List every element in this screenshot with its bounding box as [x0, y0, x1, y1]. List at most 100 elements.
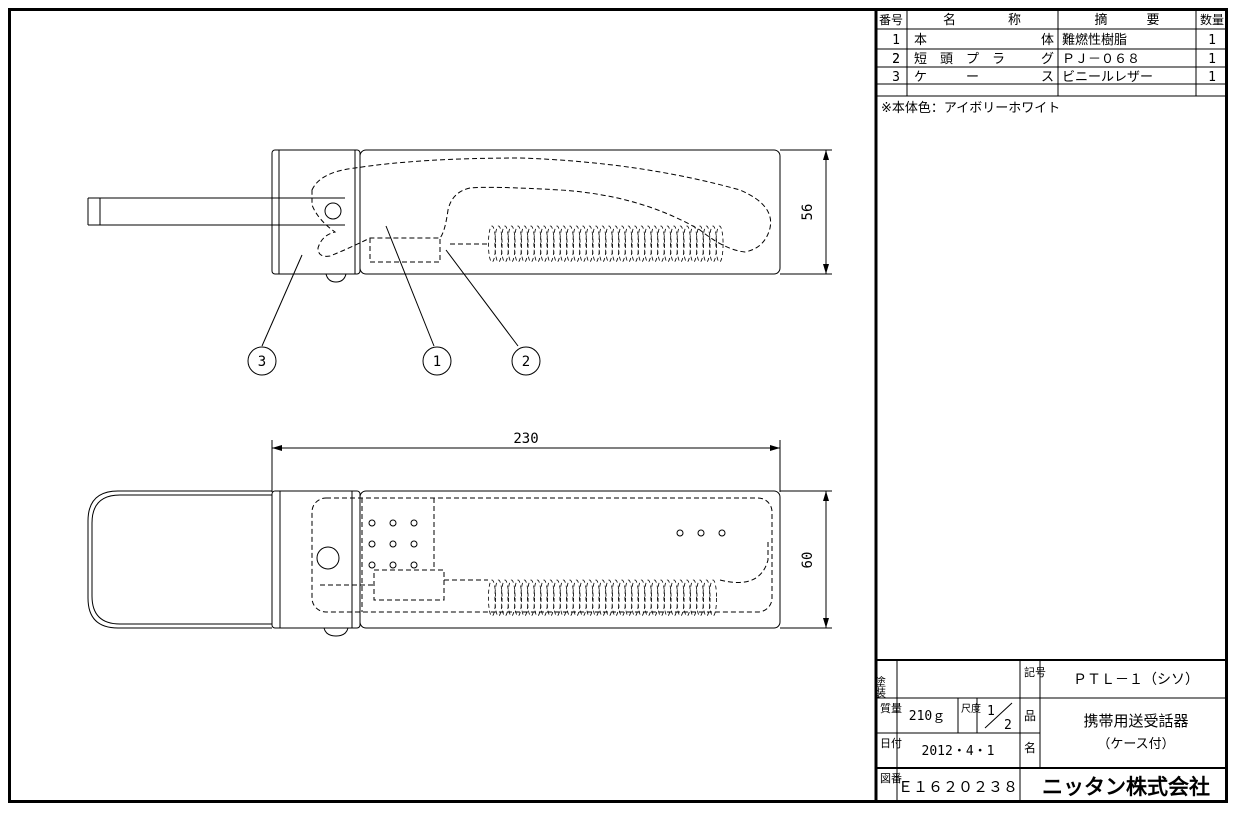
date-label: 日付 — [880, 737, 902, 750]
coil-loop — [533, 225, 542, 263]
coil-loop — [624, 225, 633, 263]
coil-loop — [546, 579, 555, 617]
coil-loop — [520, 579, 529, 617]
speaker-holes — [676, 529, 726, 537]
header-spec: 摘 要 — [1094, 12, 1159, 28]
coil-loop — [605, 579, 613, 617]
coil-loop — [605, 225, 613, 263]
coil-loop — [553, 225, 561, 263]
product-name: 携帯用送受話器 — [1083, 712, 1188, 730]
coil-loop — [696, 225, 704, 263]
coil-loop — [533, 579, 542, 617]
title-block: 塗装 記号 ＰＴＬ－１（シソ） 質量 210ｇ 尺度 1 2 品 名 携帯用送受… — [874, 659, 1228, 803]
coil-loop — [592, 579, 600, 617]
coil-loop — [637, 579, 646, 617]
coil-loop — [689, 579, 698, 617]
coil-loop — [572, 579, 581, 617]
product-subtitle: （ケース付） — [1097, 737, 1174, 752]
coil-loop — [715, 225, 724, 263]
row-2-qty: 1 — [1208, 52, 1216, 67]
coil-loop — [644, 579, 652, 617]
coil-loop — [611, 579, 620, 617]
row-2-no: 2 — [892, 52, 900, 67]
symbol-value: ＰＴＬ－１（シソ） — [1073, 672, 1199, 688]
date-value: 2012・4・1 — [922, 744, 995, 759]
coil-loop — [670, 225, 678, 263]
coil-loop — [494, 225, 503, 263]
coil-loop — [670, 579, 678, 617]
drawing-frame — [8, 8, 1228, 803]
coil-loop — [598, 225, 607, 263]
coil-cord-bottom — [488, 579, 717, 617]
header-name: 名 称 — [943, 12, 1021, 28]
coil-loop — [514, 225, 522, 263]
coil-loop — [559, 579, 568, 617]
balloon-1 — [422, 346, 452, 376]
company-name: ニッタン株式会社 — [1042, 775, 1210, 799]
coil-loop — [507, 225, 516, 263]
coil-loop — [559, 225, 568, 263]
row-2-name-right: グ — [1041, 52, 1054, 67]
mass-label: 質量 — [880, 701, 902, 715]
mass-value: 210ｇ — [909, 709, 945, 724]
row-1-no: 1 — [892, 33, 900, 48]
row-3-qty: 1 — [1208, 70, 1216, 85]
coil-loop — [683, 579, 691, 617]
row-1-spec: 難燃性樹脂 — [1062, 32, 1127, 48]
symbol-label: 記号 — [1024, 665, 1046, 679]
coil-loop — [592, 225, 600, 263]
scale-denominator: 2 — [1004, 718, 1012, 733]
drawing-number: Ｅ１６２０２３８ — [898, 778, 1018, 796]
coil-loop — [514, 579, 522, 617]
coil-loop — [520, 225, 529, 263]
coil-loop — [676, 579, 685, 617]
coil-loop — [572, 225, 581, 263]
coil-loop — [637, 225, 646, 263]
coil-loop — [663, 225, 672, 263]
coil-loop — [494, 579, 503, 617]
dimension-height-bottom: 60 — [800, 552, 816, 569]
bottom-view: 230 60 — [87, 431, 832, 637]
coil-loop — [663, 579, 672, 617]
coil-loop — [709, 225, 717, 263]
header-qty: 数量 — [1200, 12, 1224, 27]
mic-holes — [368, 519, 418, 569]
drawing-no-label: 図番 — [880, 772, 902, 785]
coil-loop — [624, 579, 633, 617]
coil-loop — [507, 579, 516, 617]
dimension-width: 230 — [513, 431, 538, 447]
coil-loop — [611, 225, 620, 263]
coil-loop — [644, 225, 652, 263]
parts-table: 番号 名 称 摘 要 数量 1 本 体 難燃性樹脂 1 2 短 頭 プ ラ グ … — [874, 8, 1228, 803]
balloon-3 — [247, 346, 277, 376]
coil-loop — [618, 579, 626, 617]
row-3-spec: ビニールレザー — [1062, 70, 1153, 85]
row-3-name-left: ケ ー — [914, 70, 979, 85]
coil-loop — [488, 579, 496, 617]
coil-loop — [488, 225, 496, 263]
coil-loop — [650, 579, 659, 617]
color-note: ※本体色：アイボリーホワイト — [881, 100, 1060, 116]
balloon-3-label: 3 — [258, 354, 266, 370]
coil-loop — [501, 225, 509, 263]
coil-loop — [540, 579, 548, 617]
coil-loop — [709, 579, 717, 617]
scale-numerator: 1 — [987, 704, 995, 719]
coil-loop — [585, 225, 594, 263]
balloon-2-label: 2 — [522, 354, 530, 370]
coil-loop — [676, 225, 685, 263]
coil-loop — [696, 579, 704, 617]
coil-loop — [579, 225, 587, 263]
coil-loop — [683, 225, 691, 263]
coil-loop — [566, 579, 574, 617]
coil-loop — [631, 579, 639, 617]
coil-loop — [553, 579, 561, 617]
row-1-name-left: 本 — [914, 33, 927, 48]
coil-loop — [527, 225, 535, 263]
coil-loop — [618, 225, 626, 263]
coil-loop — [689, 225, 698, 263]
coil-loop — [598, 579, 607, 617]
paint-label: 塗装 — [874, 675, 887, 699]
row-1-name-right: 体 — [1041, 33, 1054, 48]
row-3-no: 3 — [892, 70, 900, 85]
